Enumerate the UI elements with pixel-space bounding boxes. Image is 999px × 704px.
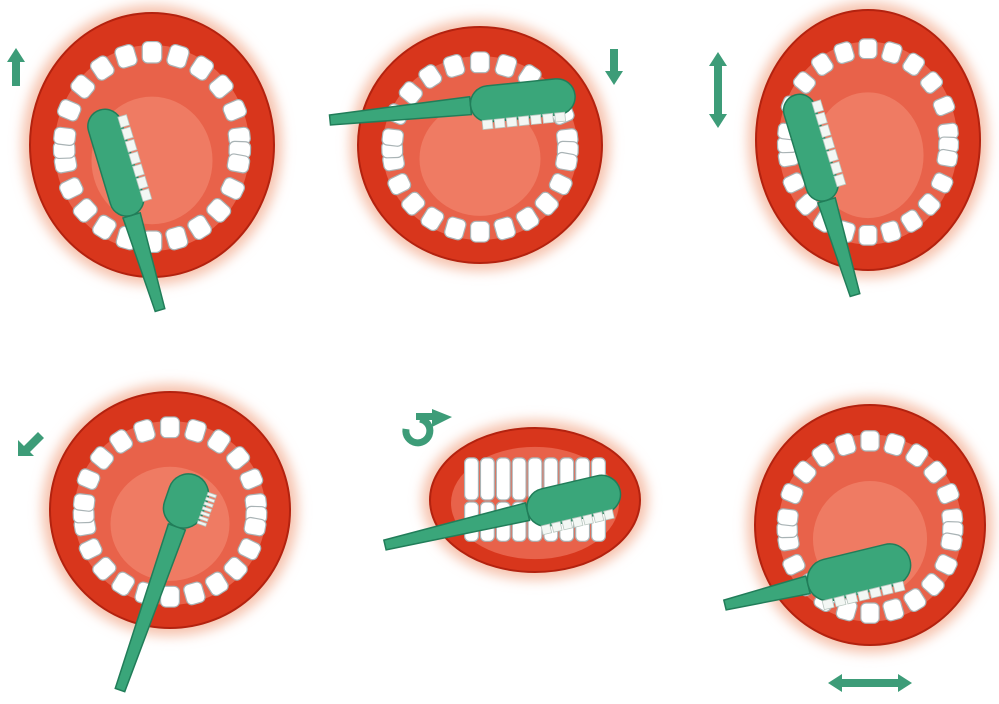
circular-arrow-tail	[416, 413, 436, 420]
motion-arrow-p6	[828, 674, 912, 692]
upper-tooth	[471, 52, 490, 73]
side-tooth	[940, 532, 963, 551]
side-tooth	[243, 517, 266, 537]
side-tooth	[936, 149, 958, 168]
bristle	[518, 116, 529, 126]
bristle	[543, 113, 554, 123]
bristle	[604, 509, 615, 520]
bristle	[593, 512, 604, 523]
side-tooth	[73, 493, 96, 512]
upper-tooth	[512, 458, 526, 500]
upper-tooth	[480, 458, 494, 500]
motion-arrow-p2	[605, 49, 623, 85]
bristle	[893, 581, 905, 592]
side-tooth	[53, 127, 76, 146]
bristle	[858, 590, 870, 601]
side-tooth	[226, 153, 250, 174]
motion-arrow-p4	[18, 432, 44, 456]
left-right-arrow-icon	[828, 674, 912, 692]
down-arrow-icon	[605, 49, 623, 85]
bristle	[562, 519, 573, 530]
side-tooth	[555, 152, 578, 172]
mouth-panel-p3	[748, 2, 988, 278]
motion-arrow-p5	[406, 409, 452, 443]
upper-tooth	[465, 458, 479, 500]
bristle	[869, 587, 881, 598]
bristle	[834, 596, 846, 607]
bristle	[552, 521, 563, 532]
bristle	[846, 593, 858, 604]
circular-arrow-icon	[406, 419, 430, 443]
lower-tooth	[859, 225, 877, 245]
motion-arrow-p3	[709, 52, 727, 128]
upper-tooth	[496, 458, 510, 500]
lower-tooth	[471, 221, 490, 242]
upper-tooth	[161, 417, 180, 438]
upper-tooth	[861, 431, 879, 451]
side-tooth	[381, 128, 404, 147]
mouth-panel-p2	[350, 19, 610, 271]
bristle	[555, 112, 566, 122]
bristle	[506, 117, 517, 127]
diagonal-arrow-icon	[18, 432, 44, 456]
bristle	[583, 514, 594, 525]
upper-tooth	[142, 42, 162, 63]
lower-tooth	[861, 603, 879, 623]
bristle	[482, 120, 493, 130]
up-arrow-icon	[7, 48, 25, 86]
bristle	[881, 584, 893, 595]
bristle	[822, 599, 834, 610]
up-down-arrow-icon	[709, 52, 727, 128]
bristle	[541, 524, 552, 535]
upper-tooth	[859, 39, 877, 59]
mouth-panel-p1	[22, 5, 282, 285]
motion-arrow-p1	[7, 48, 25, 86]
side-tooth	[777, 508, 799, 526]
bristle	[572, 517, 583, 528]
mouth-panel-p6	[747, 397, 993, 653]
bristle	[494, 118, 505, 128]
bristle	[530, 115, 541, 125]
